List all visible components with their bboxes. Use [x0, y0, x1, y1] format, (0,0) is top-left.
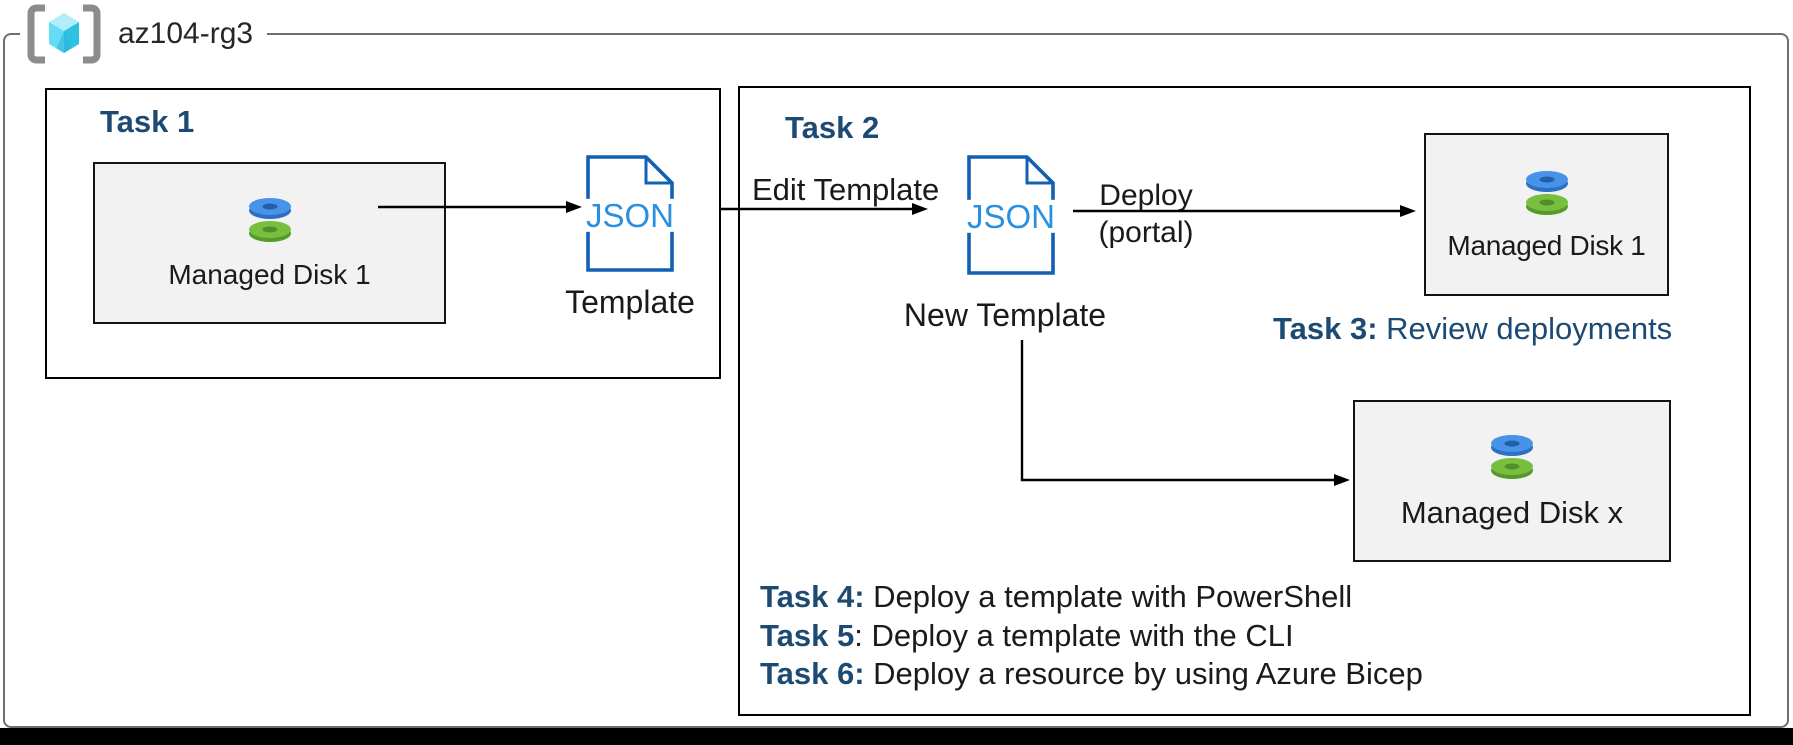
json-label: JSON	[583, 196, 677, 234]
deploy-portal-label: (portal)	[1098, 216, 1194, 249]
deployed-managed-disk-1-label: Managed Disk 1	[1447, 229, 1646, 261]
json-new-template-icon: JSON	[964, 155, 1058, 275]
resource-group-name: az104-rg3	[118, 17, 254, 50]
new-template-label: New Template	[903, 297, 1107, 333]
task6-text: Task 6: Deploy a resource by using Azure…	[760, 656, 1423, 691]
resource-group-legend: az104-rg3	[20, 0, 268, 68]
managed-disk-icon	[1486, 432, 1538, 482]
resource-group-icon	[26, 3, 102, 65]
json-template-icon: JSON	[583, 155, 677, 272]
task5-text: Task 5: Deploy a template with the CLI	[760, 617, 1294, 653]
managed-disk-x-box: Managed Disk x	[1353, 400, 1671, 562]
managed-disk-1-box: Managed Disk 1	[93, 162, 446, 324]
managed-disk-icon	[1521, 168, 1573, 218]
managed-disk-x-label: Managed Disk x	[1400, 494, 1624, 530]
edit-template-label: Edit Template	[752, 172, 940, 207]
task3-label: Task 3:	[1273, 311, 1378, 346]
managed-disk-1-label: Managed Disk 1	[168, 259, 371, 290]
deploy-label: Deploy	[1099, 179, 1193, 212]
managed-disk-icon	[244, 195, 296, 245]
task3-text: Task 3: Review deployments	[1273, 311, 1673, 346]
task2-title: Task 2	[785, 110, 880, 145]
task4-text: Task 4: Deploy a template with PowerShel…	[760, 579, 1353, 614]
bottom-bar	[0, 728, 1793, 745]
task-list: Task 4: Deploy a template with PowerShel…	[760, 578, 1423, 694]
resource-group-border	[3, 33, 1789, 728]
task1-title: Task 1	[100, 104, 195, 139]
template-label: Template	[565, 284, 695, 320]
deployed-managed-disk-1-box: Managed Disk 1	[1424, 133, 1669, 296]
json-label: JSON	[964, 197, 1058, 235]
